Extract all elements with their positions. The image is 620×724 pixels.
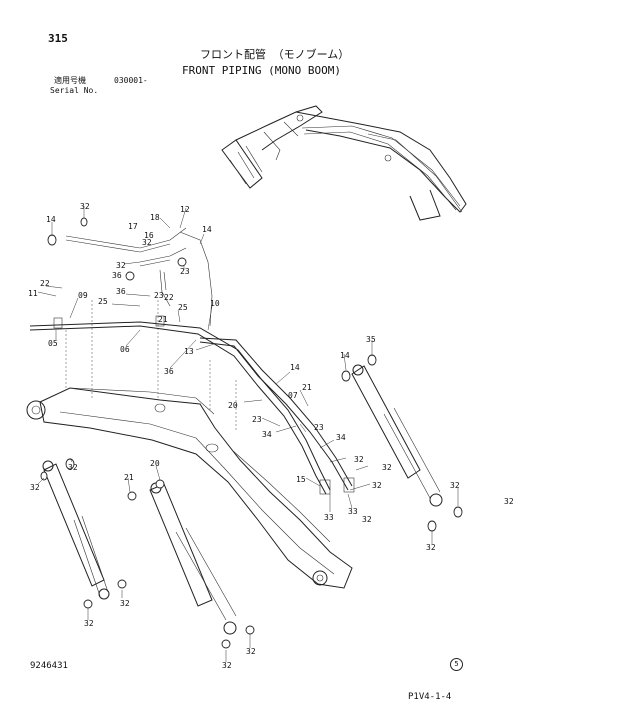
page-title: FRONT PIPING (MONO BOOM) <box>182 64 341 77</box>
front-overview-inset <box>221 105 467 221</box>
callout: 22 <box>164 293 174 302</box>
callout: 23 <box>314 423 324 432</box>
leader-lines <box>37 206 459 662</box>
callout: 14 <box>340 351 350 360</box>
callout: 22 <box>40 279 50 288</box>
callout: 23 <box>252 415 262 424</box>
callout: 20 <box>150 459 160 468</box>
callout: 16 <box>144 231 154 240</box>
callout: 32 <box>426 543 436 552</box>
callout: 14 <box>202 225 212 234</box>
page-number: 315 <box>48 32 68 45</box>
callout: 11 <box>28 289 38 298</box>
callout: 32 <box>450 481 460 490</box>
callout: 13 <box>184 347 194 356</box>
callout: 32 <box>116 261 126 270</box>
callout: 32 <box>354 455 364 464</box>
boom-cylinder-center <box>149 482 237 635</box>
callout: 33 <box>348 507 358 516</box>
callout: 32 <box>30 483 40 492</box>
callout: 14 <box>46 215 56 224</box>
callout: 06 <box>120 345 130 354</box>
o-rings <box>40 217 463 649</box>
callout: 14 <box>290 363 300 372</box>
boom-cylinder-left <box>42 460 110 600</box>
callout: 17 <box>128 222 138 231</box>
callout: 12 <box>180 205 190 214</box>
callout: 21 <box>158 315 168 324</box>
callout: 32 <box>372 481 382 490</box>
callout: 25 <box>178 303 188 312</box>
callout: 07 <box>288 391 298 400</box>
serial-label-japanese: 適用号機 <box>54 76 86 85</box>
callout: 20 <box>228 401 238 410</box>
serial-label: Serial No. <box>50 86 99 95</box>
page-code: P1V4-1-4 <box>408 692 452 702</box>
callout: 36 <box>116 287 126 296</box>
document-number: 9246431 <box>30 661 68 671</box>
callout: 32 <box>246 647 256 656</box>
callout: 33 <box>324 513 334 522</box>
callout: 18 <box>150 213 160 222</box>
callout: 23 <box>180 267 190 276</box>
callout: 21 <box>124 473 134 482</box>
revision-mark: 5 <box>450 658 463 671</box>
callout: 32 <box>120 599 130 608</box>
callout: 23 <box>154 291 164 300</box>
callout: 32 <box>80 202 90 211</box>
callout: 21 <box>302 383 312 392</box>
callout: 32 <box>504 497 514 506</box>
callout: 32 <box>84 619 94 628</box>
callout: 32 <box>382 463 392 472</box>
callout: 10 <box>210 299 220 308</box>
callout: 09 <box>78 291 88 300</box>
page-title-japanese: フロント配管 （モノブーム） <box>200 48 350 61</box>
callout: 34 <box>336 433 346 442</box>
front-piping <box>29 227 355 495</box>
boom <box>26 300 353 589</box>
callout: 32 <box>222 661 232 670</box>
callout: 05 <box>48 339 58 348</box>
callout-labels: 32 12 18 14 17 16 32 14 32 36 23 22 11 0… <box>28 202 514 670</box>
callout: 32 <box>68 463 78 472</box>
callout: 34 <box>262 430 272 439</box>
callout: 36 <box>164 367 174 376</box>
serial-number-value: 030001- <box>114 76 148 85</box>
callout: 25 <box>98 297 108 306</box>
arm-cylinder-right <box>351 364 443 507</box>
callout: 15 <box>296 475 306 484</box>
callout: 35 <box>366 335 376 344</box>
callout: 32 <box>142 238 152 247</box>
callout: 36 <box>112 271 122 280</box>
callout: 32 <box>362 515 372 524</box>
